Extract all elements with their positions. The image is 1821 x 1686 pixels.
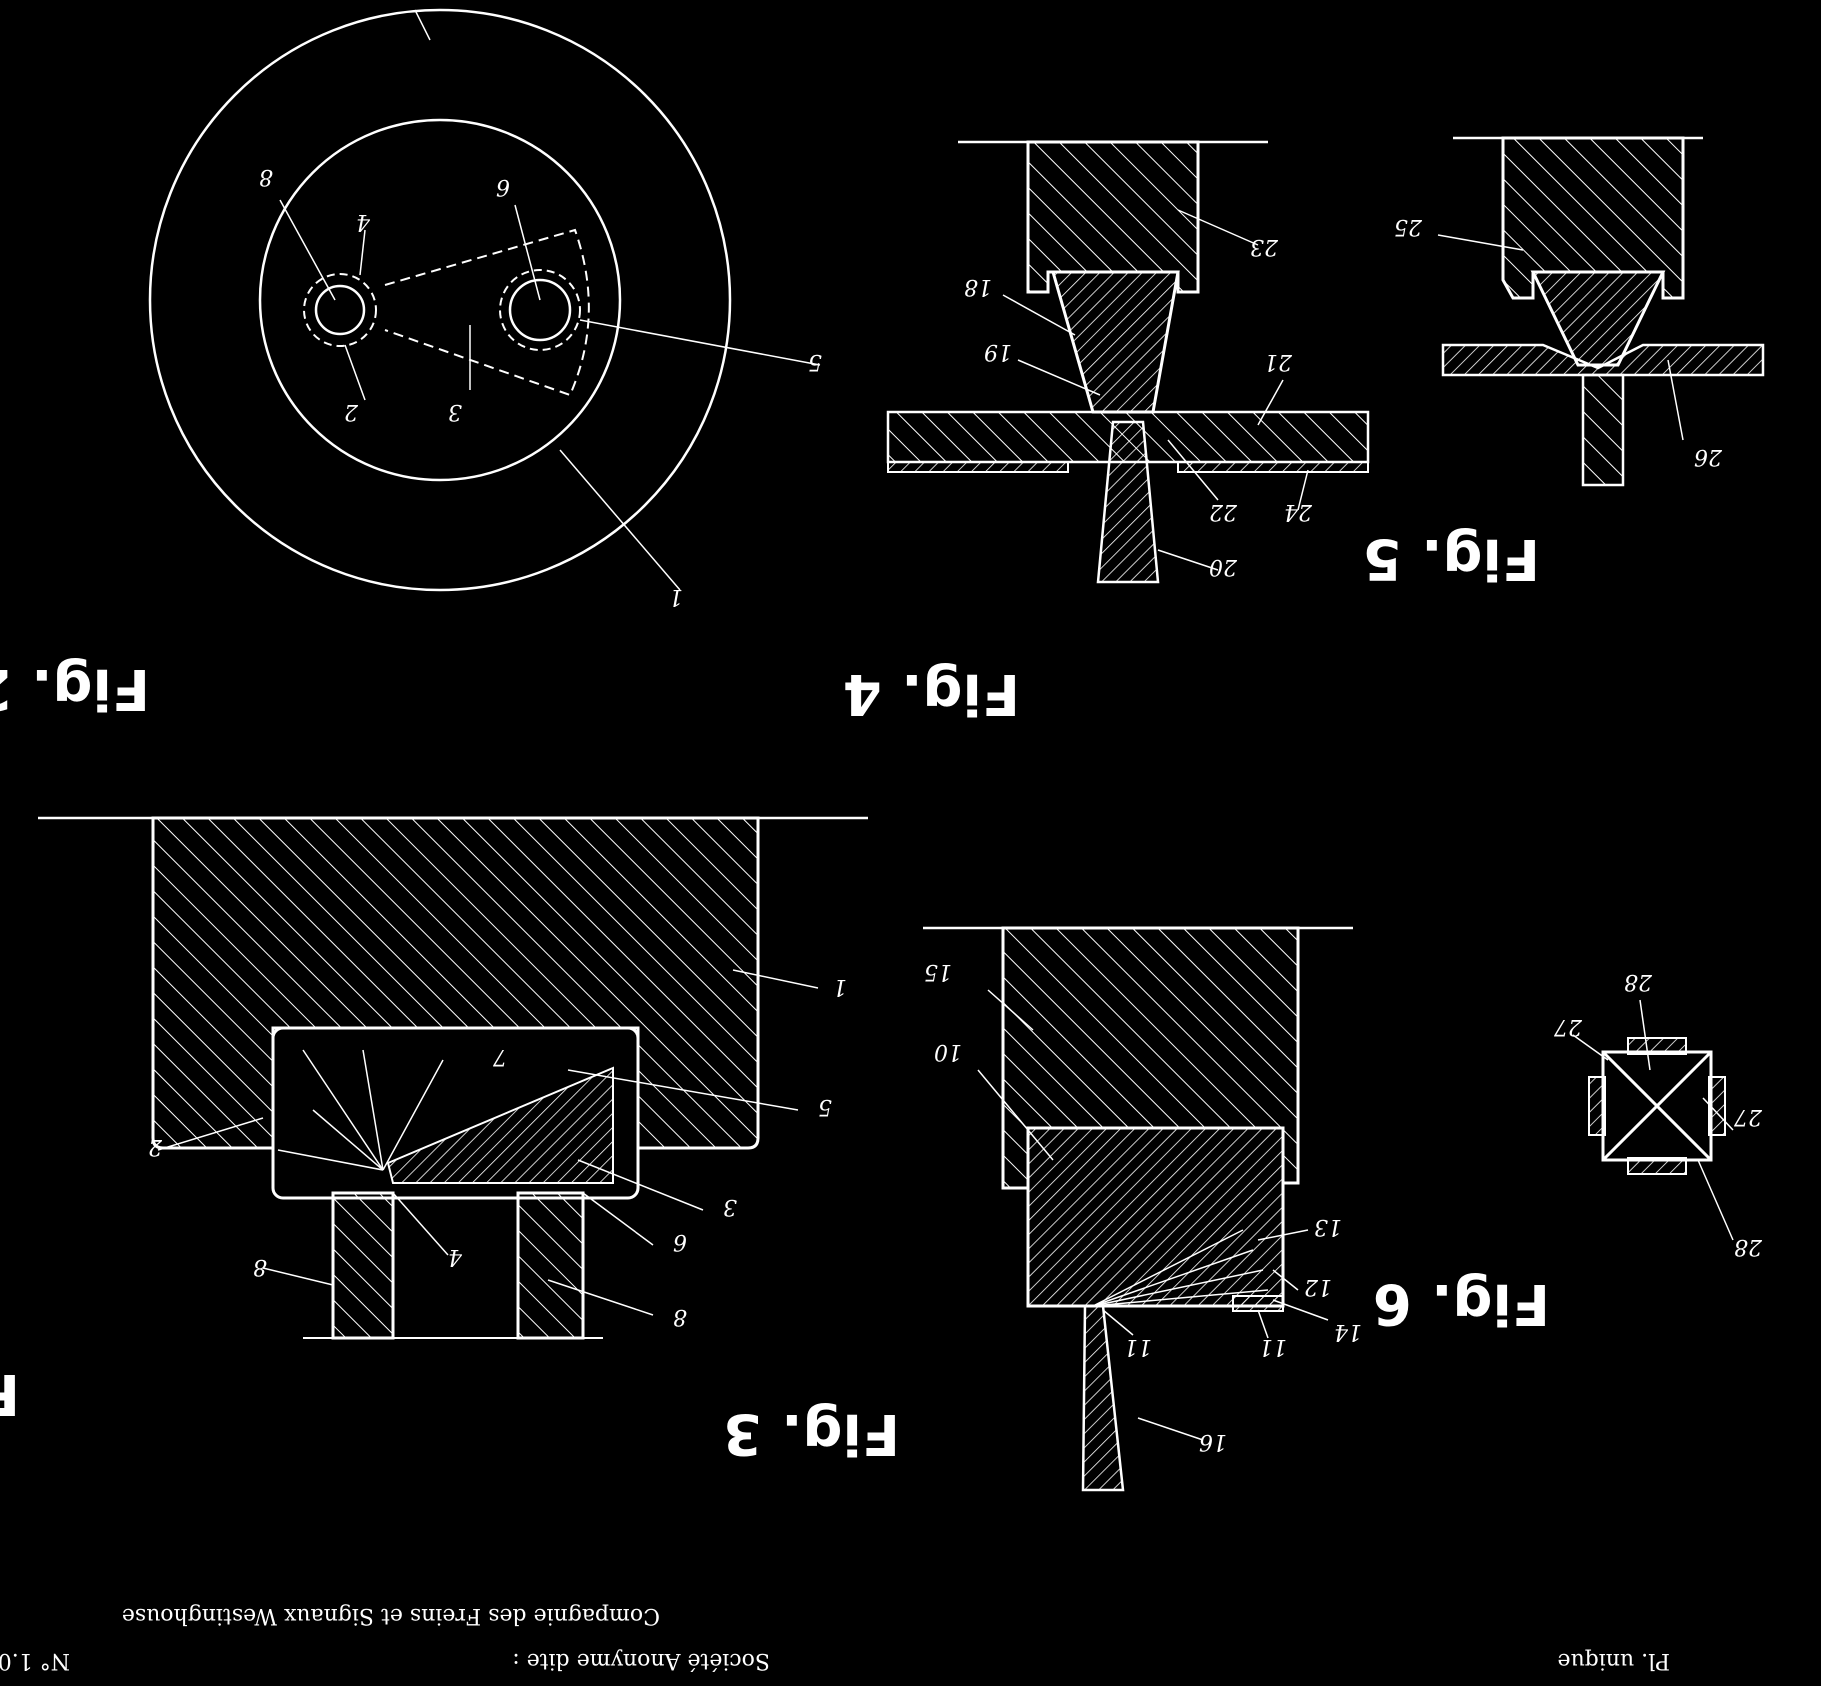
fig4-label: Fig. 4 bbox=[843, 661, 1020, 726]
fig2-ref-8: 8 bbox=[259, 164, 273, 189]
fig2-ref-3: 3 bbox=[448, 399, 462, 424]
fig2-ref-2: 2 bbox=[344, 399, 359, 424]
fig4-ref-20: 20 bbox=[1209, 554, 1238, 579]
fig4-ref-24: 24 bbox=[1284, 499, 1313, 524]
fig6-ref-27a: 27 bbox=[1554, 1014, 1583, 1039]
fig3-ref-12: 12 bbox=[1304, 1274, 1332, 1299]
fig3-ref-13: 13 bbox=[1314, 1214, 1342, 1239]
fig1-view-ref-4: 4 bbox=[448, 1244, 463, 1269]
footer-plate-label: Pl. unique bbox=[1558, 1648, 1670, 1673]
fig6-ref-28b: 28 bbox=[1734, 1234, 1763, 1259]
fig5-ref-25: 25 bbox=[1394, 214, 1423, 239]
fig1-view-ref-6: 6 bbox=[673, 1229, 687, 1254]
fig4-ref-18: 18 bbox=[964, 274, 992, 299]
fig1-view-ref-3: 3 bbox=[723, 1194, 737, 1219]
fig4-ref-19: 19 bbox=[984, 339, 1012, 364]
fig3-ref-11a: 11 bbox=[1124, 1334, 1152, 1359]
fig6-ref-27b: 27 bbox=[1734, 1104, 1763, 1129]
figure-3-view: 15 10 13 12 14 11 11 16 Fig. 3 bbox=[723, 926, 1362, 1492]
fig6-label: Fig. 6 bbox=[1373, 1271, 1550, 1336]
figure-5-view: 25 26 Fig. 5 bbox=[1363, 136, 1765, 591]
fig4-ref-23: 23 bbox=[1250, 234, 1279, 259]
figure-4-view: 23 18 19 21 22 24 20 Fig. 4 bbox=[843, 140, 1370, 726]
fig4-ref-22: 22 bbox=[1209, 499, 1238, 524]
fig1-view-ref-5: 5 bbox=[818, 1094, 832, 1119]
footer-applicant-line-1: Compagnie des Freins et Signaux Westingh… bbox=[122, 1603, 660, 1628]
fig1-view-ref-1: 1 bbox=[833, 974, 847, 999]
fig3-ref-14: 14 bbox=[1334, 1319, 1362, 1344]
fig2-ref-5: 5 bbox=[808, 349, 822, 374]
fig5-ref-26: 26 bbox=[1694, 444, 1723, 469]
figure-2-view: 8 4 6 5 2 3 1 Fig. 2 bbox=[0, 8, 822, 721]
fig1-view-ref-2: 2 bbox=[148, 1134, 163, 1159]
sheet-footer: N° 1.010.437 Société Anonyme dite : Comp… bbox=[0, 1603, 1670, 1673]
fig4-ref-21: 21 bbox=[1264, 349, 1293, 374]
fig2-ref-4: 4 bbox=[356, 209, 371, 234]
fig2-ref-1: 1 bbox=[669, 584, 683, 609]
fig5-label: Fig. 5 bbox=[1363, 526, 1540, 591]
footer-applicant-line-2: Société Anonyme dite : bbox=[512, 1648, 770, 1673]
figure-6-view: 27 28 27 28 Fig. 6 bbox=[1373, 969, 1763, 1336]
fig6-ref-28a: 28 bbox=[1624, 969, 1653, 994]
fig3-ref-10: 10 bbox=[934, 1039, 962, 1064]
fig3-ref-16: 16 bbox=[1199, 1429, 1227, 1454]
fig3-ref-15: 15 bbox=[924, 959, 952, 984]
fig3-label: Fig. 3 bbox=[723, 1401, 900, 1466]
footer-patent-number: N° 1.010.437 bbox=[0, 1648, 70, 1673]
fig1-view-ref-8a: 8 bbox=[253, 1254, 267, 1279]
fig1-view-label: Fig. 1 bbox=[0, 1361, 20, 1426]
fig1-view-ref-7: 7 bbox=[493, 1044, 507, 1069]
fig2-label: Fig. 2 bbox=[0, 656, 150, 721]
figure-1-view: 1 5 2 3 6 4 7 8 8 Fig. 1 bbox=[0, 816, 868, 1426]
fig2-ref-6: 6 bbox=[496, 174, 510, 199]
fig1-view-ref-8b: 8 bbox=[673, 1304, 687, 1329]
fig3-ref-11b: 11 bbox=[1259, 1334, 1287, 1359]
